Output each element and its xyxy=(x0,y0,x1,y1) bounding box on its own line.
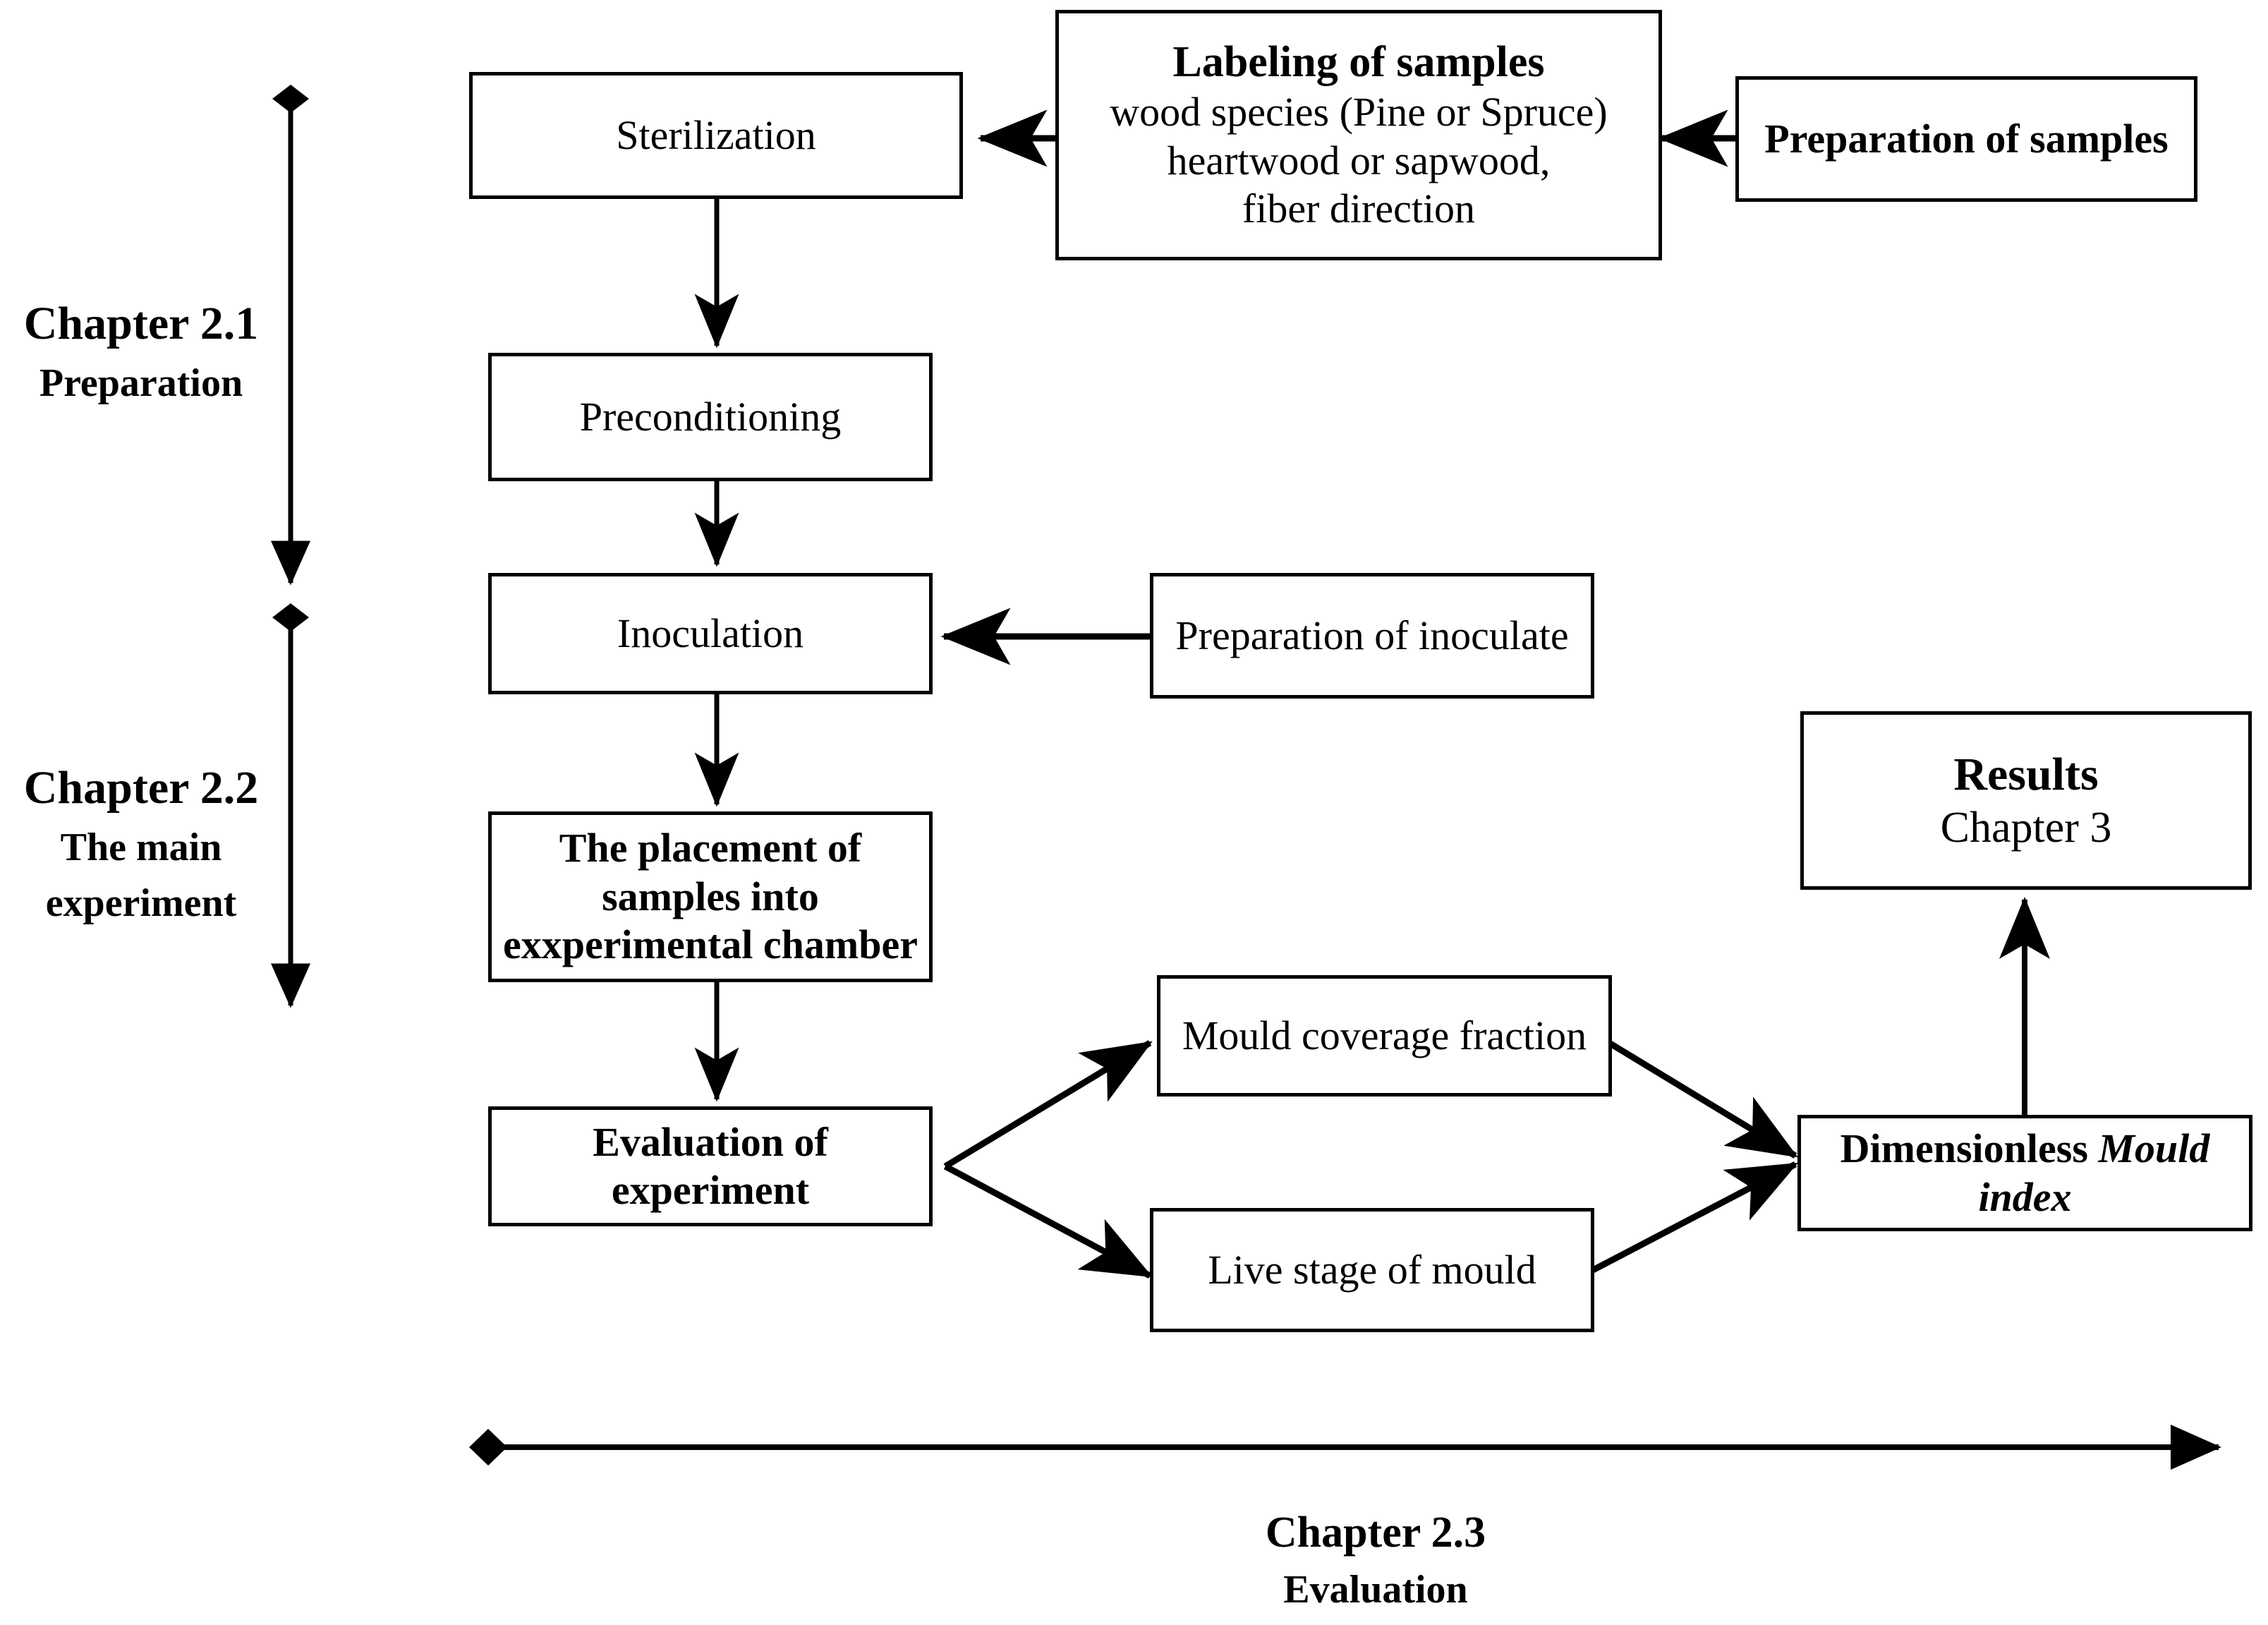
node-sterilization[interactable]: Sterilization xyxy=(469,72,963,199)
node-preparation-of-samples-label: Preparation of samples xyxy=(1764,115,2169,162)
node-preconditioning[interactable]: Preconditioning xyxy=(488,353,933,481)
node-labeling-line-1: wood species (Pine or Spruce) xyxy=(1110,89,1608,135)
chapter-2-1-title: Chapter 2.1 xyxy=(23,297,259,349)
node-preconditioning-label: Preconditioning xyxy=(579,393,842,440)
node-mould-index-line-1: Dimensionless Mould xyxy=(1801,1125,2249,1173)
node-mould-coverage-label: Mould coverage fraction xyxy=(1182,1012,1587,1058)
node-mould-index-italic: Mould xyxy=(2098,1125,2210,1172)
node-live-stage-of-mould[interactable]: Live stage of mould xyxy=(1150,1208,1594,1332)
node-placement-line-1: The placement of xyxy=(559,825,862,871)
node-results-subtitle: Chapter 3 xyxy=(1940,803,2112,852)
edge-live-stage-to-index xyxy=(1591,1161,1798,1273)
node-evaluation-of-experiment[interactable]: Evaluation of experiment xyxy=(488,1106,933,1226)
node-preparation-of-inoculate-label: Preparation of inoculate xyxy=(1175,612,1569,658)
chapter-2-2-subtitle-line-1: The main xyxy=(60,825,222,869)
node-results[interactable]: Results Chapter 3 xyxy=(1800,711,2252,890)
node-labeling-line-2: heartwood or sapwood, xyxy=(1167,137,1551,183)
node-dimensionless-mould-index[interactable]: Dimensionless Mould index xyxy=(1797,1115,2252,1231)
chapter-2-2-rail xyxy=(271,603,310,1008)
node-inoculation-label: Inoculation xyxy=(617,610,804,656)
node-labeling-of-samples[interactable]: Labeling of samples wood species (Pine o… xyxy=(1055,10,1662,260)
node-mould-index-plain: Dimensionless xyxy=(1840,1125,2099,1172)
edge-mould-coverage-to-index xyxy=(1607,1040,1798,1159)
node-evaluation-line-2: experiment xyxy=(611,1167,810,1213)
node-labeling-heading: Labeling of samples xyxy=(1172,38,1545,87)
node-mould-coverage-fraction[interactable]: Mould coverage fraction xyxy=(1157,975,1612,1097)
chapter-2-2-label: Chapter 2.2 The main experiment xyxy=(14,750,268,938)
node-results-heading: Results xyxy=(1953,748,2099,800)
chapter-2-1-rail xyxy=(271,85,310,586)
node-placement-of-samples[interactable]: The placement of samples into exxperimen… xyxy=(488,811,933,982)
chapter-2-3-subtitle: Evaluation xyxy=(1283,1568,1468,1612)
node-live-stage-label: Live stage of mould xyxy=(1208,1246,1536,1293)
chapter-2-2-title: Chapter 2.2 xyxy=(23,761,259,814)
node-evaluation-line-1: Evaluation of xyxy=(593,1118,828,1165)
node-inoculation[interactable]: Inoculation xyxy=(488,573,933,694)
chapter-2-1-label: Chapter 2.1 Preparation xyxy=(14,286,268,418)
chapter-2-1-subtitle: Preparation xyxy=(39,361,243,405)
chapter-2-3-title: Chapter 2.3 xyxy=(1265,1508,1486,1557)
chapter-2-2-subtitle-line-2: experiment xyxy=(45,881,237,925)
node-mould-index-line-2: index xyxy=(1978,1173,2072,1220)
node-preparation-of-inoculate[interactable]: Preparation of inoculate xyxy=(1150,573,1594,699)
edge-evaluation-to-live-stage xyxy=(943,1164,1153,1279)
chapter-2-3-label: Chapter 2.3 Evaluation xyxy=(1171,1496,1580,1625)
node-placement-line-3: exxperimental chamber xyxy=(503,922,918,968)
node-preparation-of-samples[interactable]: Preparation of samples xyxy=(1735,76,2197,202)
node-labeling-line-3: fiber direction xyxy=(1242,186,1476,232)
chapter-2-3-rail xyxy=(469,1425,2221,1470)
node-placement-line-2: samples into xyxy=(602,873,819,919)
edge-evaluation-to-mould-coverage xyxy=(943,1040,1153,1169)
node-sterilization-label: Sterilization xyxy=(616,111,816,158)
